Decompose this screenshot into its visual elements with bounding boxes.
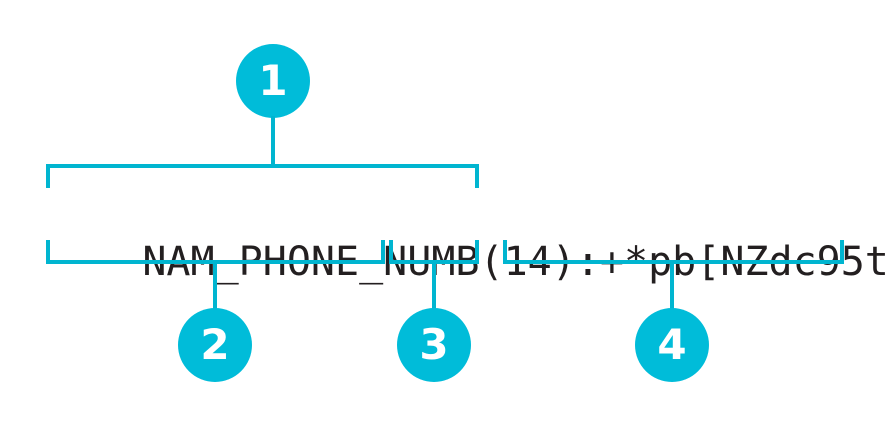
bracket-3-right-tick xyxy=(475,240,479,264)
callout-badge-1[interactable]: 1 xyxy=(236,44,310,118)
bracket-4-left-tick xyxy=(503,240,507,264)
code-string: NAM_PHONE_NUMB(14):+*pb[NZdc95tLB xyxy=(46,190,890,285)
bracket-2-right-tick xyxy=(381,240,385,264)
callout-stem-2 xyxy=(213,260,217,312)
callout-stem-3 xyxy=(432,260,436,312)
callout-stem-4 xyxy=(670,260,674,312)
bracket-1-left-tick xyxy=(46,164,50,188)
callout-stem-1 xyxy=(271,116,275,168)
bracket-2-left-tick xyxy=(46,240,50,264)
bracket-1-right-tick xyxy=(475,164,479,188)
callout-badge-4[interactable]: 4 xyxy=(635,308,709,382)
callout-badge-2[interactable]: 2 xyxy=(178,308,252,382)
callout-badge-3[interactable]: 3 xyxy=(397,308,471,382)
bracket-3-left-tick xyxy=(389,240,393,264)
bracket-1-bar xyxy=(46,164,479,168)
bracket-4-right-tick xyxy=(840,240,844,264)
